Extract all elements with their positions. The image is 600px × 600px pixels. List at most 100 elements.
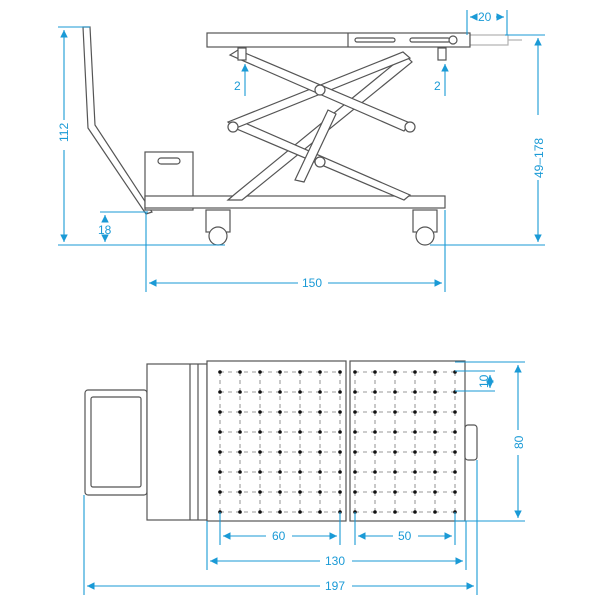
right-platform-hole xyxy=(433,510,437,514)
body-housing xyxy=(146,363,208,521)
left-platform-hole xyxy=(218,370,222,374)
left-platform-hole xyxy=(338,390,342,394)
left-platform-hole xyxy=(278,490,282,494)
right-platform xyxy=(349,360,466,522)
left-platform-hole xyxy=(258,470,262,474)
dim-base-clearance: 18 xyxy=(98,223,112,237)
left-platform-hole xyxy=(298,410,302,414)
right-platform-hole xyxy=(353,450,357,454)
left-platform-hole xyxy=(258,410,262,414)
rubber-pads xyxy=(237,47,447,61)
right-platform-hole xyxy=(373,490,377,494)
right-platform-hole xyxy=(433,430,437,434)
left-platform-hole xyxy=(218,450,222,454)
right-platform-hole xyxy=(413,370,417,374)
right-platform-hole xyxy=(413,450,417,454)
extension-bar xyxy=(469,34,522,46)
left-platform-hole xyxy=(258,490,262,494)
right-platform-hole xyxy=(433,450,437,454)
left-platform-hole xyxy=(338,450,342,454)
left-platform-hole xyxy=(218,470,222,474)
dim-left-grid: 60 xyxy=(272,529,286,543)
handle-frame xyxy=(84,389,148,496)
right-platform-hole xyxy=(393,490,397,494)
left-platform-hole xyxy=(238,490,242,494)
left-platform-hole xyxy=(258,370,262,374)
right-platform-hole xyxy=(353,370,357,374)
caster-wheels xyxy=(205,209,438,246)
right-platform-hole xyxy=(353,410,357,414)
left-platform-hole xyxy=(258,390,262,394)
left-platform-hole xyxy=(318,470,322,474)
left-platform-hole xyxy=(338,430,342,434)
right-platform-hole xyxy=(373,410,377,414)
left-platform-hole xyxy=(278,370,282,374)
dim-platform-length: 130 xyxy=(325,554,345,568)
dim-wheelbase: 150 xyxy=(302,276,322,290)
right-platform-hole xyxy=(413,430,417,434)
dim-right-grid: 50 xyxy=(398,529,412,543)
right-platform-hole xyxy=(393,410,397,414)
left-platform-hole xyxy=(258,450,262,454)
left-platform-hole xyxy=(318,410,322,414)
right-platform-hole xyxy=(413,490,417,494)
left-platform-hole xyxy=(298,490,302,494)
left-platform-hole xyxy=(278,510,282,514)
right-platform-hole xyxy=(413,410,417,414)
left-platform-hole xyxy=(238,430,242,434)
push-handle xyxy=(82,26,153,215)
left-platform-hole xyxy=(318,430,322,434)
right-platform-hole xyxy=(453,450,457,454)
left-platform-hole xyxy=(298,370,302,374)
right-platform-hole xyxy=(393,370,397,374)
left-platform-hole xyxy=(338,490,342,494)
right-platform-hole xyxy=(353,470,357,474)
dim-overall-length: 197 xyxy=(325,579,345,593)
left-platform-hole xyxy=(238,510,242,514)
right-platform-hole xyxy=(353,430,357,434)
right-platform-hole xyxy=(453,490,457,494)
left-platform-hole xyxy=(318,450,322,454)
left-platform-hole xyxy=(318,510,322,514)
left-platform-hole xyxy=(278,430,282,434)
dim-pad-left: 2 xyxy=(234,79,241,93)
left-platform-hole xyxy=(218,390,222,394)
right-platform-hole xyxy=(433,390,437,394)
dim-overall-height: 112 xyxy=(57,123,71,142)
right-platform-hole xyxy=(373,450,377,454)
left-platform-hole xyxy=(298,390,302,394)
right-platform-hole xyxy=(373,470,377,474)
left-platform-hole xyxy=(298,430,302,434)
right-platform-hole xyxy=(393,390,397,394)
left-platform xyxy=(206,360,347,522)
left-platform-hole xyxy=(278,390,282,394)
left-platform-hole xyxy=(238,470,242,474)
dim-extension: 20 xyxy=(478,10,492,24)
end-handle xyxy=(464,424,478,461)
right-platform-hole xyxy=(413,470,417,474)
box-handle-slot xyxy=(157,157,181,165)
right-platform-hole xyxy=(393,450,397,454)
right-platform-hole xyxy=(413,390,417,394)
right-platform-hole xyxy=(373,430,377,434)
scissor-arms xyxy=(226,49,413,201)
left-platform-hole xyxy=(218,430,222,434)
pivot-pins xyxy=(227,84,416,168)
right-platform-hole xyxy=(353,490,357,494)
right-platform-hole xyxy=(433,410,437,414)
hydraulic-cylinder xyxy=(294,109,337,183)
left-platform-hole xyxy=(238,390,242,394)
left-platform-hole xyxy=(338,410,342,414)
side-view: 112 18 150 49–178 20 2 2 xyxy=(57,10,546,292)
left-platform-hole xyxy=(298,470,302,474)
left-platform-hole xyxy=(238,410,242,414)
right-platform-hole xyxy=(393,510,397,514)
top-platform xyxy=(206,32,471,48)
left-platform-hole xyxy=(218,490,222,494)
right-platform-hole xyxy=(393,430,397,434)
lock-knob-icon xyxy=(448,35,458,45)
right-platform-hole xyxy=(433,370,437,374)
left-platform-hole xyxy=(298,450,302,454)
